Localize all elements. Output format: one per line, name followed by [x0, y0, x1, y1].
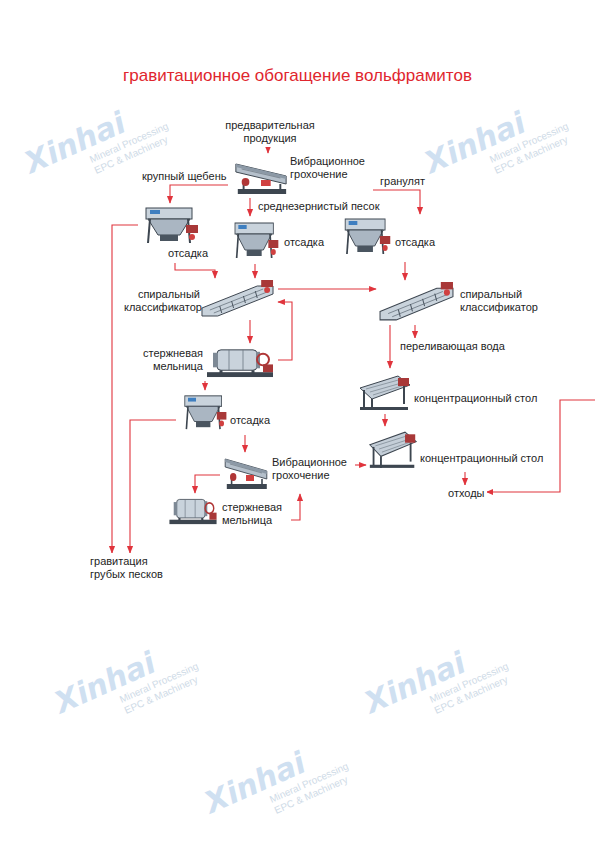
stream-label: крупный щебень: [140, 170, 228, 183]
flow-line: [254, 264, 255, 278]
node-label: отходы: [448, 487, 485, 500]
flow-line: [487, 400, 595, 492]
flow-line: [414, 325, 415, 338]
node-label: концентрационный стол: [414, 392, 595, 405]
stream-label: гранулят: [378, 175, 427, 188]
flow-line: [464, 472, 465, 485]
flow-line: [249, 198, 250, 216]
equipment-node: Вибрационное грохочение: [228, 153, 373, 198]
stream-label: предварительная продукция: [216, 117, 324, 147]
stream-label: переливающая вода: [398, 338, 507, 355]
equipment-node: спиральный классификатор: [122, 278, 278, 320]
flow-line: [170, 185, 228, 203]
equipment-node: концентрационный стол: [366, 426, 595, 472]
equipment-node: стержневая мельница: [135, 343, 278, 381]
diagram-title: гравитационное обогащение вольфрамитов: [0, 66, 595, 86]
node-label: спиральный классификатор: [124, 288, 200, 314]
node-label: Вибрационное грохочение: [290, 155, 370, 181]
node-label: предварительная продукция: [218, 119, 322, 145]
flow-line: [278, 302, 292, 360]
flow-line: [130, 420, 176, 553]
watermark: XinhaiMineral ProcessingEPC & Machinery: [360, 631, 515, 741]
flow-line: [384, 414, 385, 426]
flow-line: [267, 147, 268, 153]
equipment-node: концентрационный стол: [356, 368, 595, 414]
equipment-node: отсадка: [338, 214, 440, 262]
watermark: XinhaiMineral ProcessingEPC & Machinery: [200, 731, 355, 841]
node-label: отсадка: [168, 247, 210, 260]
equipment-node: отсадка: [138, 203, 213, 263]
node-label: отсадка: [284, 236, 326, 249]
watermark: XinhaiMineral ProcessingEPC & Machinery: [20, 91, 175, 201]
watermark: XinhaiMineral ProcessingEPC & Machinery: [50, 631, 205, 741]
flow-line: [244, 435, 245, 452]
node-label: спиральный классификатор: [460, 288, 542, 314]
node-label: Вибрационное грохочение: [272, 456, 352, 482]
equipment-node: спиральный классификатор: [376, 280, 546, 325]
equipment-node: отсадка: [228, 216, 329, 264]
flow-line: [249, 320, 250, 343]
flow-line: [112, 225, 138, 553]
stream-label: среднезернистый песок: [256, 200, 382, 213]
flow-line: [355, 464, 366, 465]
node-label: концентрационный стол: [420, 452, 595, 465]
node-label: отсадка: [230, 414, 274, 427]
node-label: стержневая мельница: [222, 501, 288, 527]
stream-label: отходы: [446, 485, 487, 502]
node-label: гравитация грубых песков: [90, 555, 174, 581]
flow-line: [195, 475, 220, 493]
node-label: стержневая мельница: [137, 347, 203, 373]
flow-line: [204, 381, 205, 390]
flow-line: [404, 262, 405, 280]
flow-line: [291, 494, 300, 520]
stream-label: гравитация грубых песков: [88, 553, 176, 583]
flow-line: [175, 263, 215, 278]
flow-line: [278, 288, 376, 289]
flow-line: [389, 325, 390, 368]
node-label: переливающая вода: [400, 340, 505, 353]
watermark: XinhaiMineral ProcessingEPC & Machinery: [420, 91, 575, 201]
equipment-node: Вибрационное грохочение: [220, 452, 355, 494]
equipment-node: стержневая мельница: [165, 493, 291, 531]
equipment-node: отсадка: [176, 390, 277, 435]
node-label: отсадка: [395, 236, 437, 249]
